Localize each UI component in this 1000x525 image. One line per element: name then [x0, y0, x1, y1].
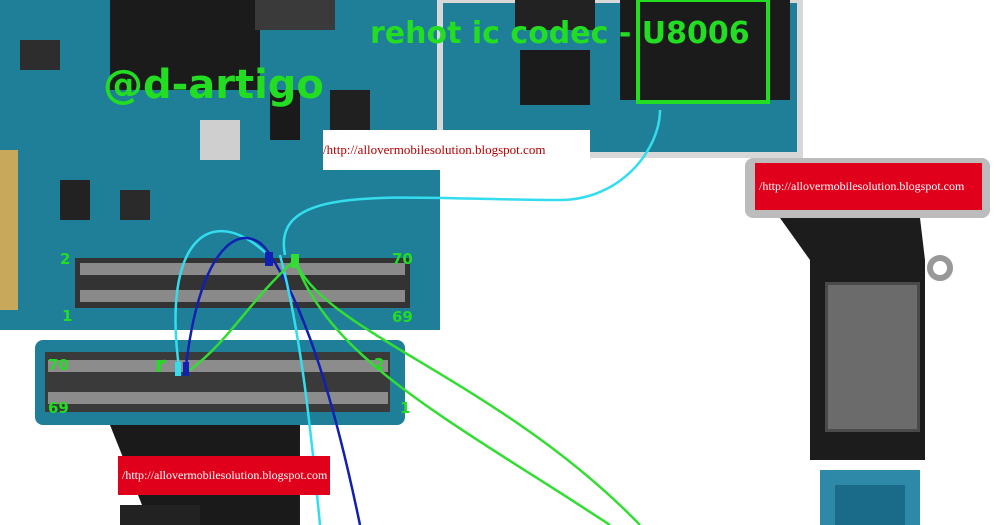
- u8006-highlight-box: [636, 0, 770, 104]
- pin-label-lower-69: 69: [48, 399, 69, 417]
- pin-label-upper-69: 69: [392, 308, 413, 326]
- author-tag: @d-artigo: [103, 62, 324, 108]
- wire-green-2: [293, 259, 611, 525]
- point-r-label: r: [155, 353, 166, 378]
- watermark-right: /http://allovermobilesolution.blogspot.c…: [755, 163, 982, 210]
- wire-cyan-long: [282, 109, 662, 256]
- pin-label-lower-1: 1: [400, 399, 411, 417]
- wire-green-1: [293, 259, 641, 525]
- wire-green-3: [189, 259, 296, 371]
- watermark-bottom: /http://allovermobilesolution.blogspot.c…: [118, 456, 330, 495]
- ic-small-chip: [520, 50, 590, 105]
- watermark-top: /http://allovermobilesolution.blogspot.c…: [323, 130, 590, 170]
- pin-label-upper-2: 2: [60, 250, 71, 268]
- pin-label-upper-70: 70: [392, 250, 413, 268]
- ic-label-plate: [255, 0, 335, 30]
- ic-chip-top: [110, 0, 260, 90]
- pcb-gold-edge: [0, 150, 18, 310]
- pin-label-lower-2: 2: [374, 355, 385, 373]
- rehot-instruction: rehot ic codec - U8006: [370, 16, 750, 51]
- pin-label-lower-70: 70: [48, 356, 69, 374]
- pin-label-upper-1: 1: [62, 307, 73, 325]
